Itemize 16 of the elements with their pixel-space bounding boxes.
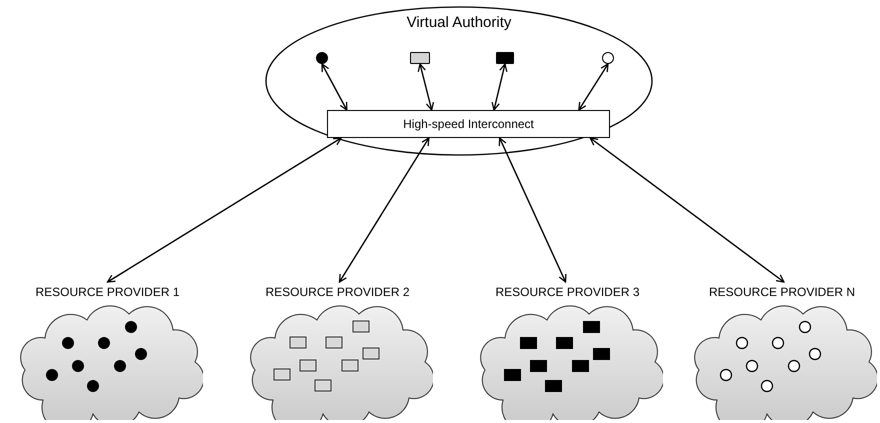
double-arrow [498,137,566,283]
group-title: Virtual Authority [406,13,512,33]
double-arrow [492,63,508,111]
square-marker [410,52,430,64]
double-arrow [106,137,342,283]
interconnect-box: High-speed Interconnect [327,110,610,138]
provider-label: RESOURCE PROVIDER 2 [265,284,410,301]
square-marker [496,52,514,64]
provider-label: RESOURCE PROVIDER 1 [35,284,180,301]
double-arrow [590,137,785,283]
provider-label: RESOURCE PROVIDER N [708,284,856,301]
double-arrow [321,63,348,111]
double-arrow [338,137,430,283]
double-arrow [578,63,609,111]
provider-label: RESOURCE PROVIDER 3 [495,284,640,301]
double-arrow [418,63,434,111]
